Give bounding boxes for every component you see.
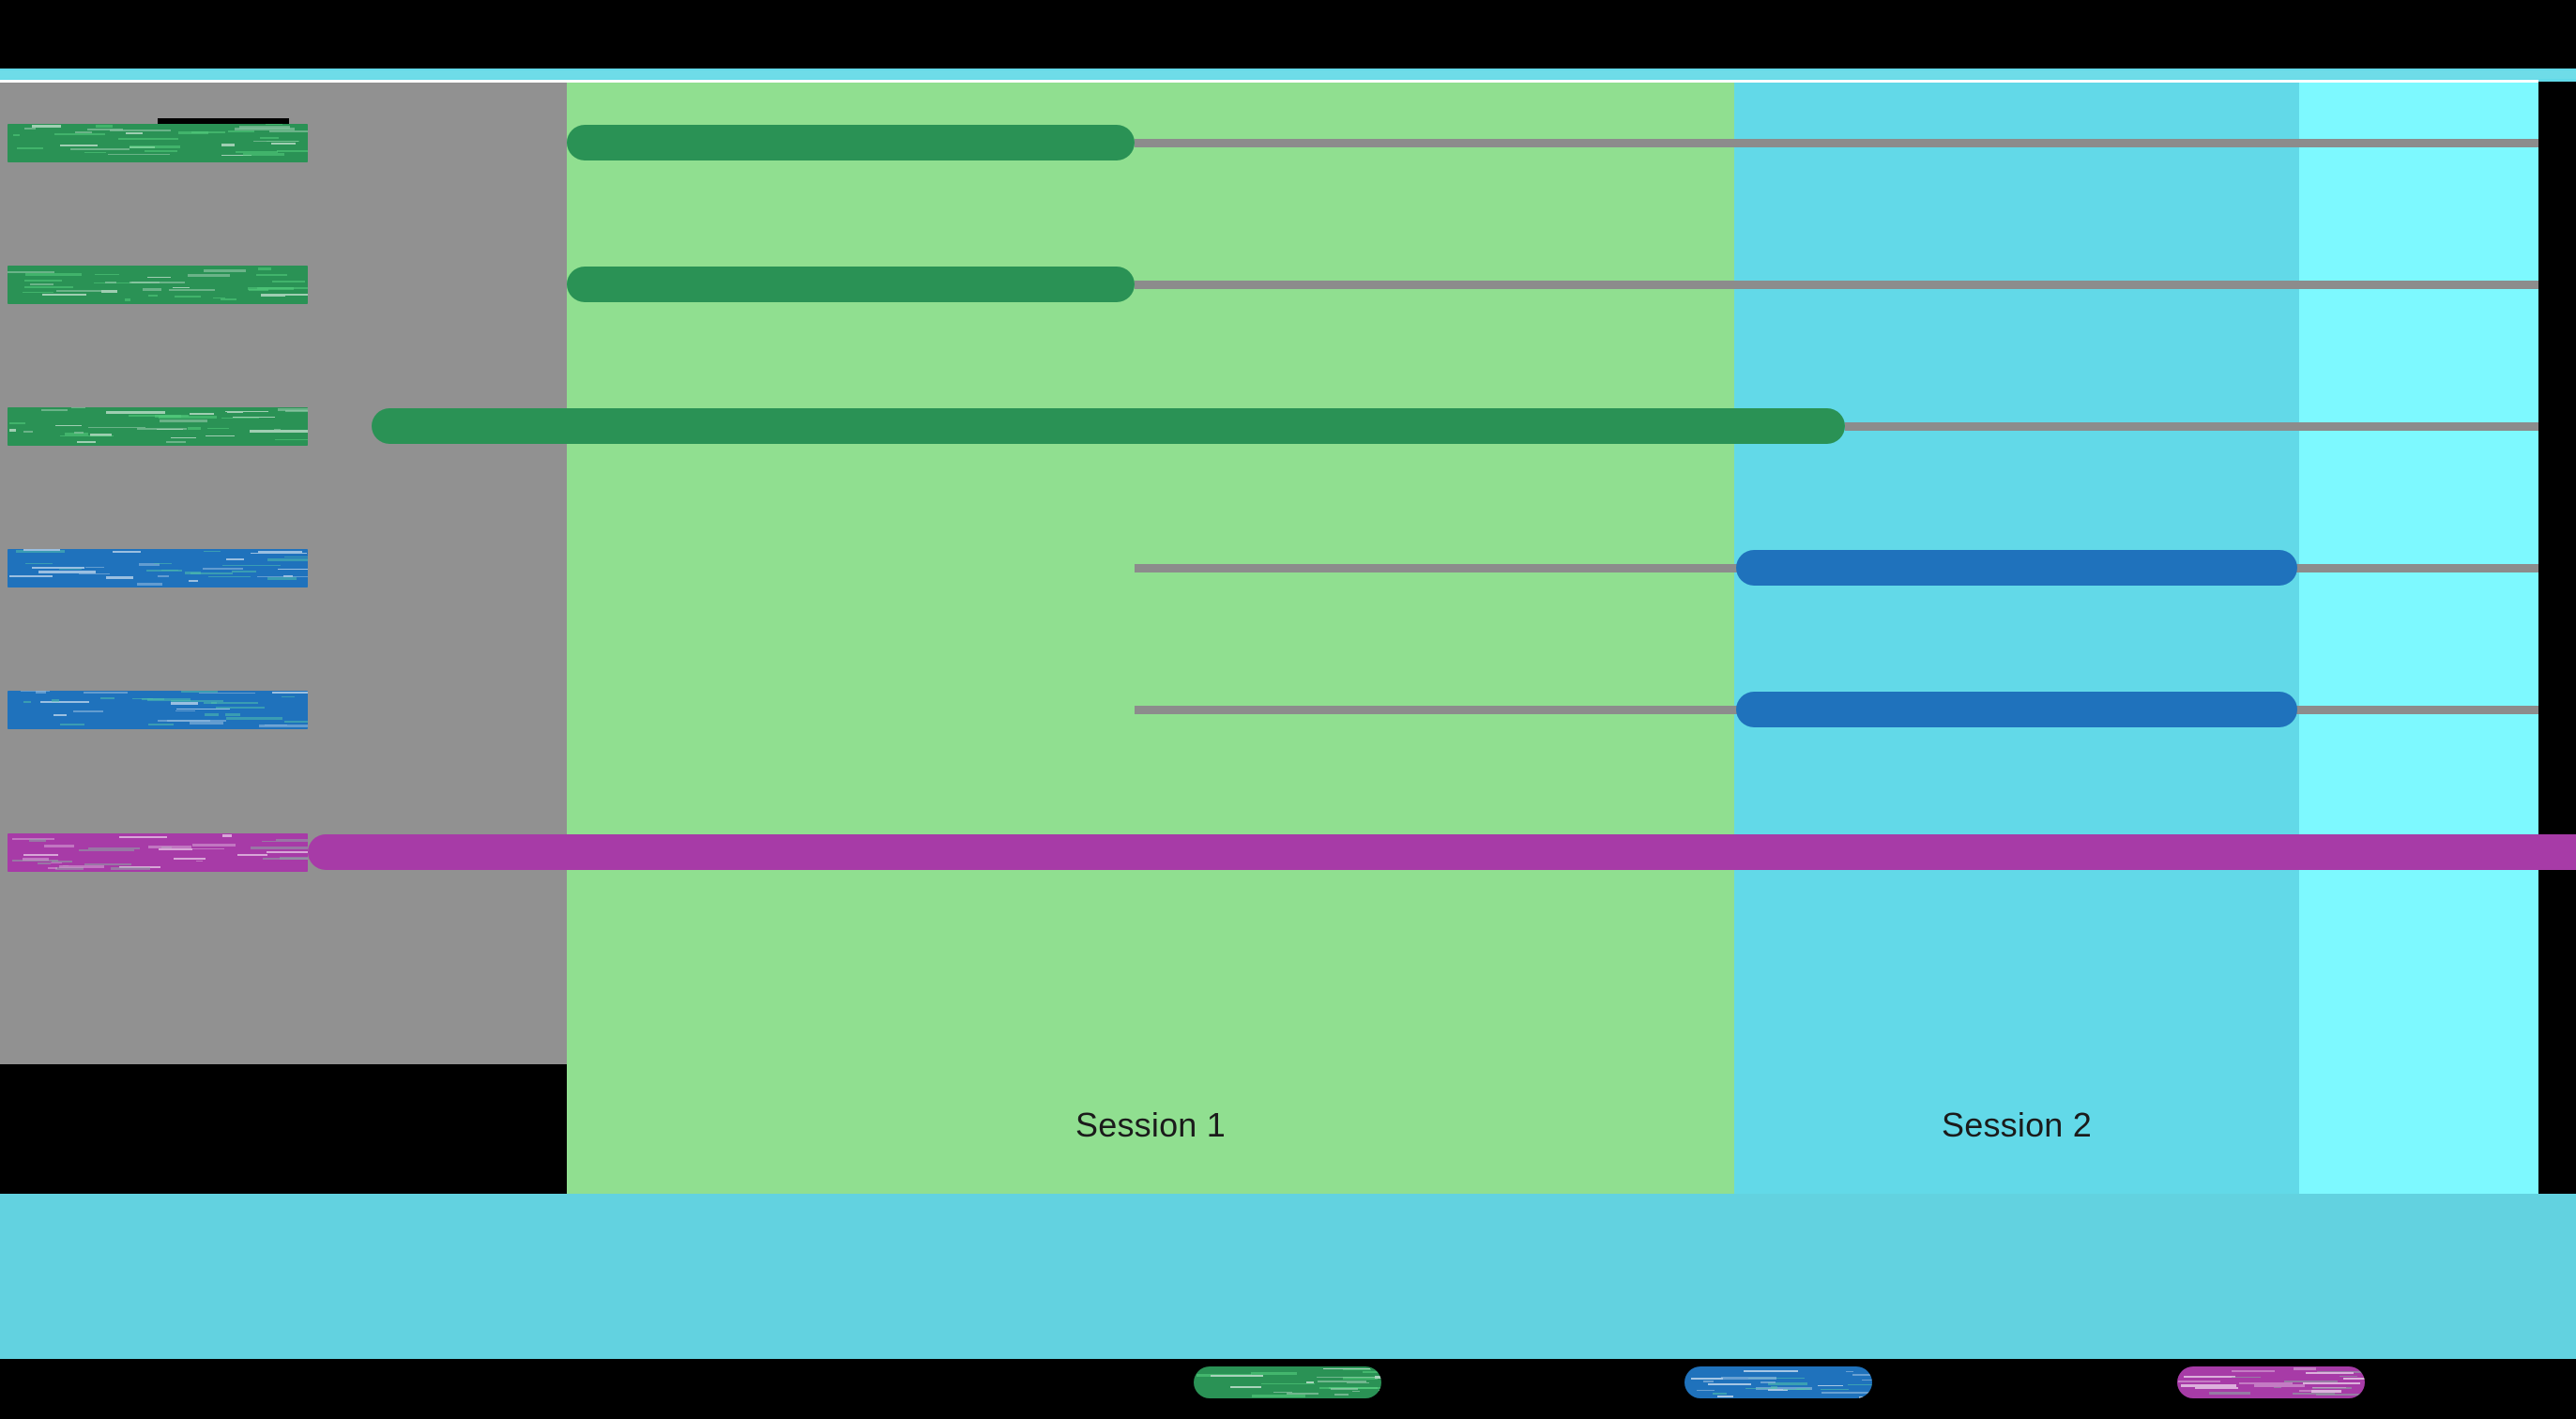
legend-swatch-3 <box>2177 1366 2365 1398</box>
session-caption-2: Session 2 <box>1942 1106 2092 1144</box>
row-label-4 <box>8 549 308 587</box>
session-caption-1: Session 1 <box>1075 1106 1226 1144</box>
track-line-3 <box>1845 422 2538 431</box>
row-label-5 <box>8 691 308 729</box>
row-label-6 <box>8 833 308 872</box>
track-line-2 <box>1135 281 2538 289</box>
task-bar-row-1 <box>567 125 1135 160</box>
row-label-3 <box>8 407 308 446</box>
task-bar-row-4 <box>1736 550 2297 586</box>
footer-strip <box>0 1194 2576 1359</box>
task-bar-row-3 <box>372 408 1845 444</box>
header-strip-inner <box>0 70 2576 79</box>
row-label-2 <box>8 266 308 304</box>
row-label-1 <box>8 124 308 162</box>
header-divider-rule <box>0 80 2538 83</box>
track-line-1 <box>1135 139 2538 147</box>
task-bar-row-5 <box>1736 692 2297 727</box>
legend-swatch-1 <box>1194 1366 1381 1398</box>
session-band-2 <box>1734 83 2299 1194</box>
session-band-1 <box>567 83 1734 1194</box>
legend-swatch-2 <box>1684 1366 1872 1398</box>
session-band-3 <box>2299 83 2538 1194</box>
task-bar-row-6 <box>308 834 2576 870</box>
task-bar-row-2 <box>567 267 1135 302</box>
